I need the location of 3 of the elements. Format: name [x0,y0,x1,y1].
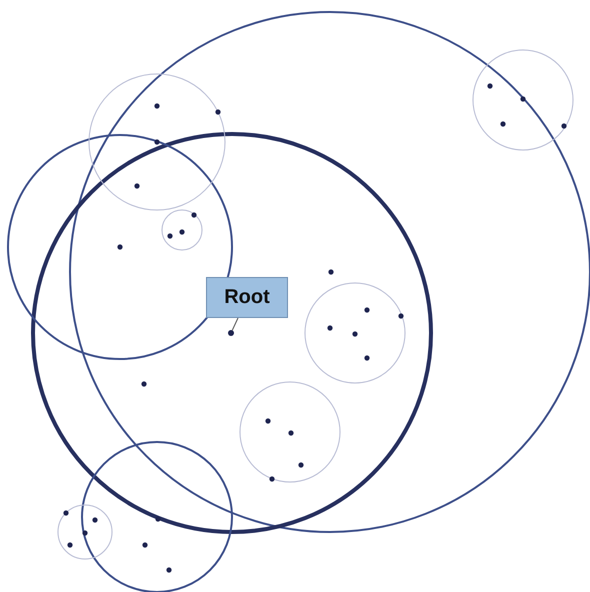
root-label: Root [206,277,288,318]
data-point [228,330,234,336]
leader-line [232,318,238,331]
